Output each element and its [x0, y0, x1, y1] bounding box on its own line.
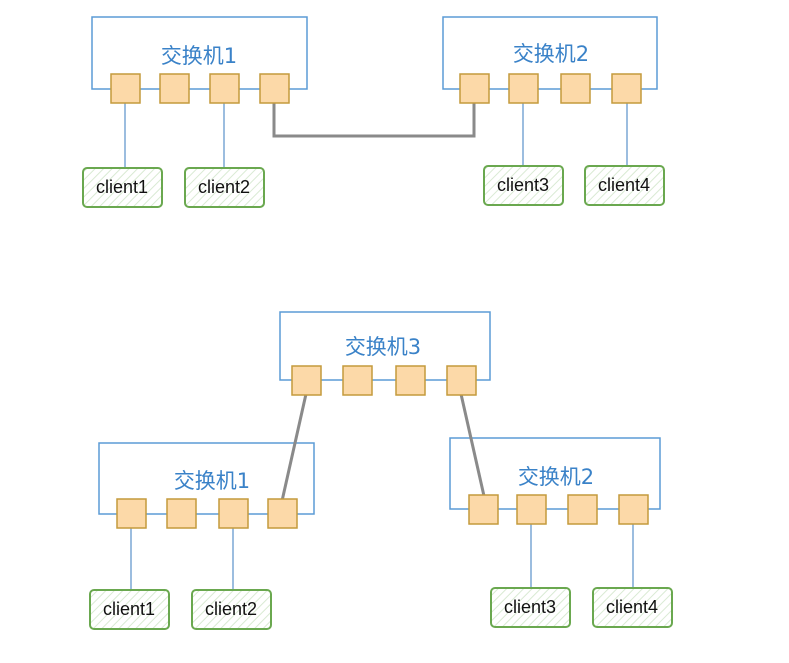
client-1-lower-label: client1: [103, 599, 155, 619]
client-3-box: [483, 165, 564, 206]
client-1: client1: [82, 167, 163, 208]
client-2-box: [184, 167, 265, 208]
switch-2-lower-port-1: [468, 494, 499, 525]
switch-1-port-2: [159, 73, 190, 104]
switch-2-label: 交换机2: [513, 42, 589, 66]
client-1-label: client1: [96, 177, 148, 197]
client-2-lower: client2: [191, 589, 272, 630]
switch-3-port-2: [342, 365, 373, 396]
client-3-lower: client3: [490, 587, 571, 628]
switch-3-label: 交换机3: [345, 335, 421, 359]
top-topology: 交换机1 交换机2 client1 client2 client3: [82, 16, 665, 208]
client-4-lower-box: [592, 587, 673, 628]
switch-2-port-4: [611, 73, 642, 104]
switch-2-port-3: [560, 73, 591, 104]
client-4-label: client4: [598, 175, 650, 195]
bottom-topology: 交换机3 交换机1 交换机2 client1: [89, 311, 673, 630]
client-3: client3: [483, 165, 564, 206]
switch-2-lower-label: 交换机2: [518, 465, 594, 489]
client-4: client4: [584, 165, 665, 206]
switch-2-lower-port-4: [618, 494, 649, 525]
switch-2-lower-port-3: [567, 494, 598, 525]
switch-3-port-1: [291, 365, 322, 396]
client-2-lower-label: client2: [205, 599, 257, 619]
client-2: client2: [184, 167, 265, 208]
switch-1-label: 交换机1: [161, 44, 237, 68]
client-2-lower-box: [191, 589, 272, 630]
switch-1-lower-port-4: [267, 498, 298, 529]
uplink-switch3-switch1: [280, 393, 308, 502]
switch-1-lower-port-3: [218, 498, 249, 529]
switch-1-port-4: [259, 73, 290, 104]
client-2-label: client2: [198, 177, 250, 197]
client-3-label: client3: [497, 175, 549, 195]
switch-1-lower-port-2: [166, 498, 197, 529]
client-4-box: [584, 165, 665, 206]
client-1-lower: client1: [89, 589, 170, 630]
switch-2-lower-port-2: [516, 494, 547, 525]
switch-1: 交换机1: [91, 16, 308, 90]
uplink-switch1-switch2: [272, 103, 476, 138]
client-4-lower-label: client4: [606, 597, 658, 617]
switch-1-lower-port-1: [116, 498, 147, 529]
client-4-lower: client4: [592, 587, 673, 628]
switch-1-port-1: [110, 73, 141, 104]
uplink-switch3-switch2: [459, 393, 486, 497]
client-3-lower-box: [490, 587, 571, 628]
switch-1-lower-label: 交换机1: [174, 469, 250, 493]
client-1-lower-box: [89, 589, 170, 630]
client-1-box: [82, 167, 163, 208]
switch-2-port-1: [459, 73, 490, 104]
switch-1-port-3: [209, 73, 240, 104]
client-3-lower-label: client3: [504, 597, 556, 617]
switch-3-port-3: [395, 365, 426, 396]
switch-2-port-2: [508, 73, 539, 104]
switch-3-port-4: [446, 365, 477, 396]
